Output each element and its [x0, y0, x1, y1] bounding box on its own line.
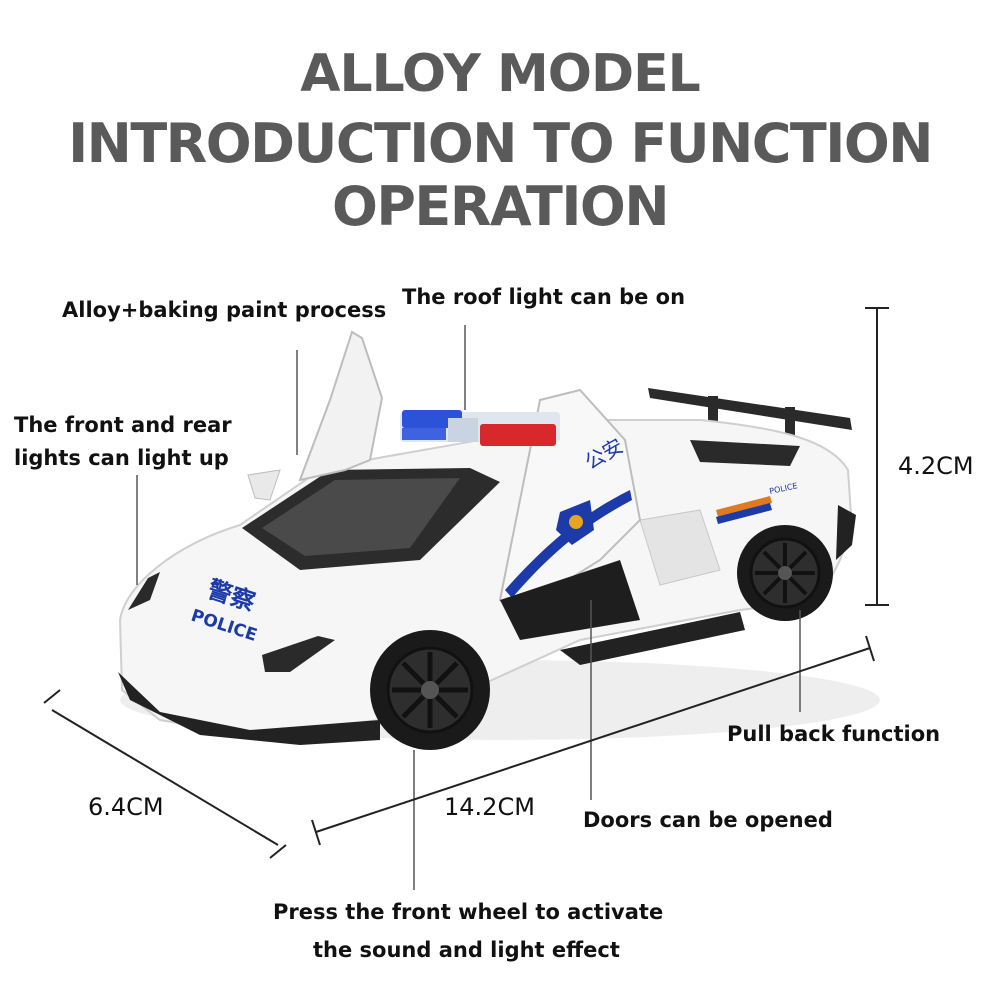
callout-lights-line-1: The front and rear — [14, 413, 232, 437]
dimension-height: 4.2CM — [898, 452, 974, 480]
dimension-width: 6.4CM — [88, 793, 164, 821]
callout-front-wheel-line-2: the sound and light effect — [313, 938, 620, 962]
callout-doors: Doors can be opened — [583, 808, 833, 832]
callout-lines — [136, 325, 801, 890]
title-line-2: INTRODUCTION TO FUNCTION OPERATION — [68, 112, 933, 238]
front-wheel — [370, 630, 490, 750]
roof-light-bar — [400, 410, 560, 446]
rear-wheel — [737, 525, 833, 621]
title-line-1: ALLOY MODEL — [300, 44, 701, 104]
door-interior — [500, 560, 640, 640]
dimension-length: 14.2CM — [444, 793, 535, 821]
rear-spoiler — [648, 388, 852, 437]
front-headlight-left — [128, 572, 160, 610]
dimension-lines — [43, 307, 889, 859]
callout-front-wheel-line-1: Press the front wheel to activate — [273, 900, 664, 924]
callout-roof-light: The roof light can be on — [402, 285, 686, 309]
callout-alloy-paint: Alloy+baking paint process — [62, 298, 387, 322]
front-headlight-right — [262, 636, 335, 672]
callout-lights-line-2: lights can light up — [14, 446, 229, 470]
callout-pull-back: Pull back function — [727, 722, 941, 746]
left-door-open — [247, 330, 384, 501]
